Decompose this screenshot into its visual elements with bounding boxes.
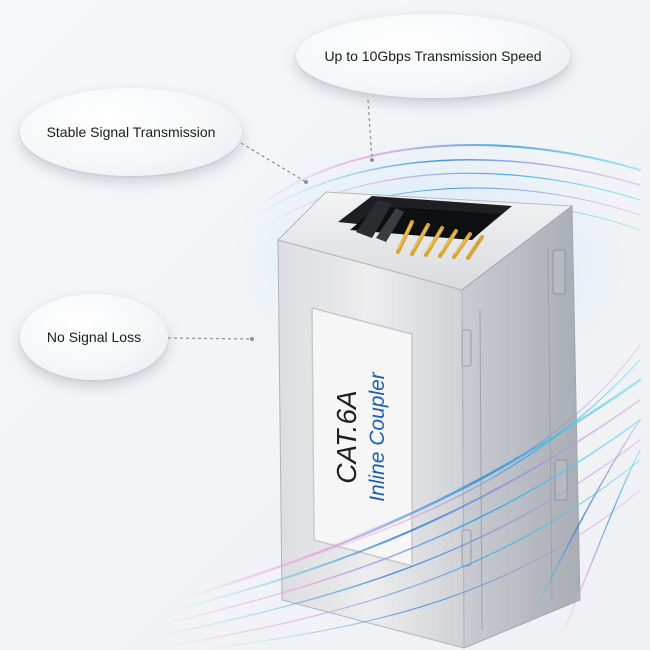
product-type-text: Inline Coupler xyxy=(366,371,389,502)
cable-insert xyxy=(356,200,392,238)
callout-loss-text: No Signal Loss xyxy=(46,329,142,345)
side-clip-lower xyxy=(554,459,568,501)
callout-speed-text: Up to 10Gbps Transmission Speed xyxy=(324,48,542,64)
leader-dot-speed xyxy=(370,158,374,162)
front-clip-upper xyxy=(461,329,472,367)
signal-waves-front xyxy=(149,344,642,650)
callout-loss-bubble: No Signal Loss xyxy=(20,294,168,380)
callout-leaders xyxy=(167,99,373,340)
callout-stable-text: Stable Signal Transmission xyxy=(46,124,216,140)
leader-dot-stable xyxy=(304,180,308,184)
front-clip-lower xyxy=(461,529,472,567)
leader-dot-loss xyxy=(250,337,254,341)
callout-speed-bubble: Up to 10Gbps Transmission Speed xyxy=(296,14,570,98)
product-name-text: CAT.6A xyxy=(331,390,362,483)
callout-stable-bubble: Stable Signal Transmission xyxy=(20,88,242,176)
label-plate xyxy=(311,307,413,567)
side-clip-upper xyxy=(552,249,566,295)
